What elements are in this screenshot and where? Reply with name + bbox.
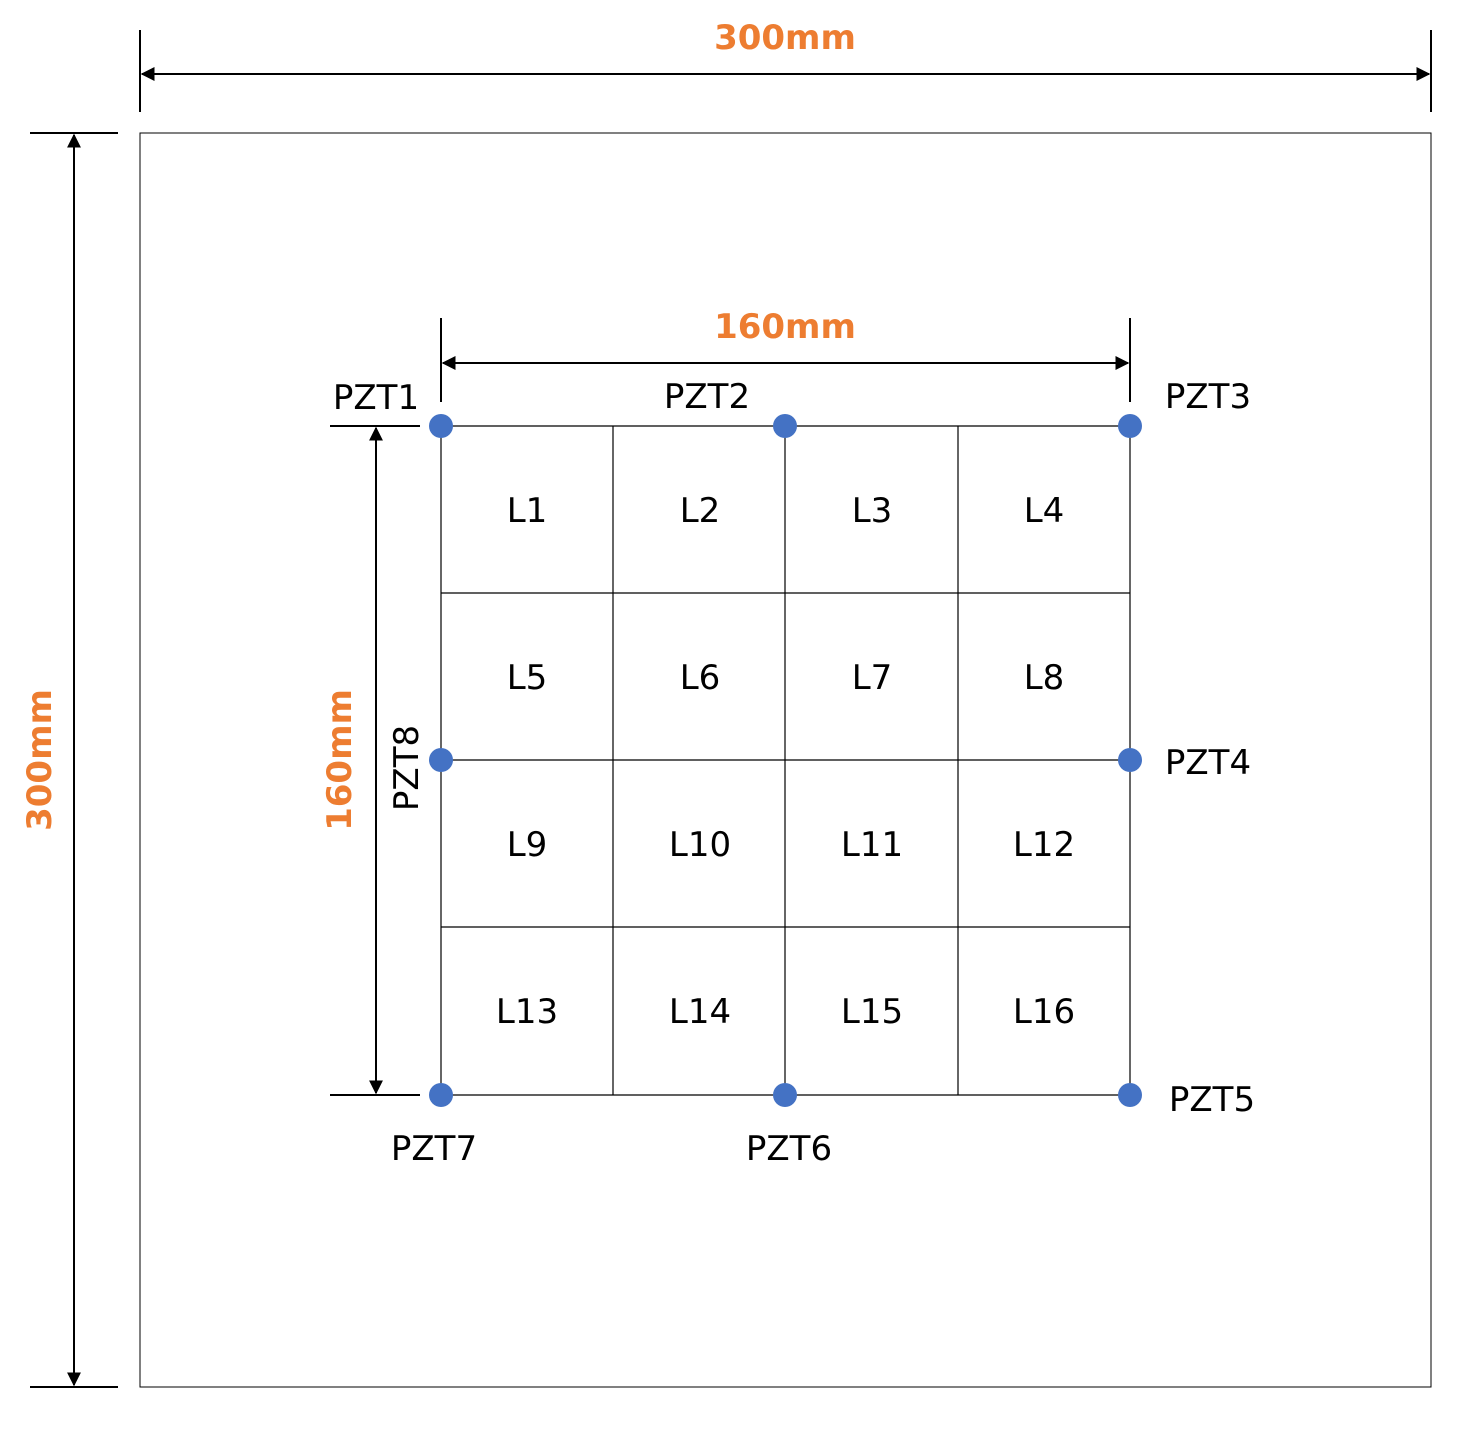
sensor-dot-pzt5: [1118, 1083, 1142, 1107]
sensor-label-pzt5: PZT5: [1169, 1080, 1255, 1120]
sensor-label-pzt4: PZT4: [1165, 743, 1251, 783]
sensor-labels: PZT1 PZT2 PZT3 PZT4 PZT5 PZT6 PZT7 PZT8: [333, 377, 1255, 1169]
sensor-label-pzt8: PZT8: [387, 725, 427, 811]
sensor-dot-pzt8: [429, 748, 453, 772]
sensor-label-pzt3: PZT3: [1165, 377, 1251, 417]
sensor-label-pzt6: PZT6: [746, 1129, 832, 1169]
sensor-dot-pzt7: [429, 1083, 453, 1107]
sensors: [429, 414, 1142, 1107]
cell-label: L11: [841, 825, 903, 865]
sensor-label-pzt1: PZT1: [333, 378, 419, 418]
cell-label: L7: [852, 658, 893, 698]
cell-label: L3: [852, 491, 893, 531]
cell-label: L2: [680, 491, 721, 531]
cell-label: L12: [1013, 825, 1075, 865]
cell-labels: L1 L2 L3 L4 L5 L6 L7 L8 L9 L10 L11 L12 L…: [496, 491, 1075, 1032]
sensor-dot-pzt6: [773, 1083, 797, 1107]
sensor-dot-pzt4: [1118, 748, 1142, 772]
cell-label: L4: [1024, 491, 1065, 531]
cell-label: L9: [507, 825, 548, 865]
cell-label: L16: [1013, 992, 1075, 1032]
sensor-dot-pzt1: [429, 414, 453, 438]
sensor-dot-pzt3: [1118, 414, 1142, 438]
sensor-label-pzt2: PZT2: [664, 377, 750, 417]
cell-label: L10: [669, 825, 731, 865]
sensor-dot-pzt2: [773, 414, 797, 438]
cell-label: L14: [669, 992, 731, 1032]
sensor-label-pzt7: PZT7: [391, 1129, 477, 1169]
cell-label: L5: [507, 658, 548, 698]
plate-width-label: 300mm: [714, 18, 856, 58]
cell-label: L8: [1024, 658, 1065, 698]
grid-height-label: 160mm: [320, 689, 360, 831]
plate-height-label: 300mm: [20, 689, 60, 831]
cell-label: L15: [841, 992, 903, 1032]
cell-label: L1: [507, 491, 548, 531]
cell-label: L6: [680, 658, 721, 698]
grid-width-label: 160mm: [714, 307, 856, 347]
cell-label: L13: [496, 992, 558, 1032]
